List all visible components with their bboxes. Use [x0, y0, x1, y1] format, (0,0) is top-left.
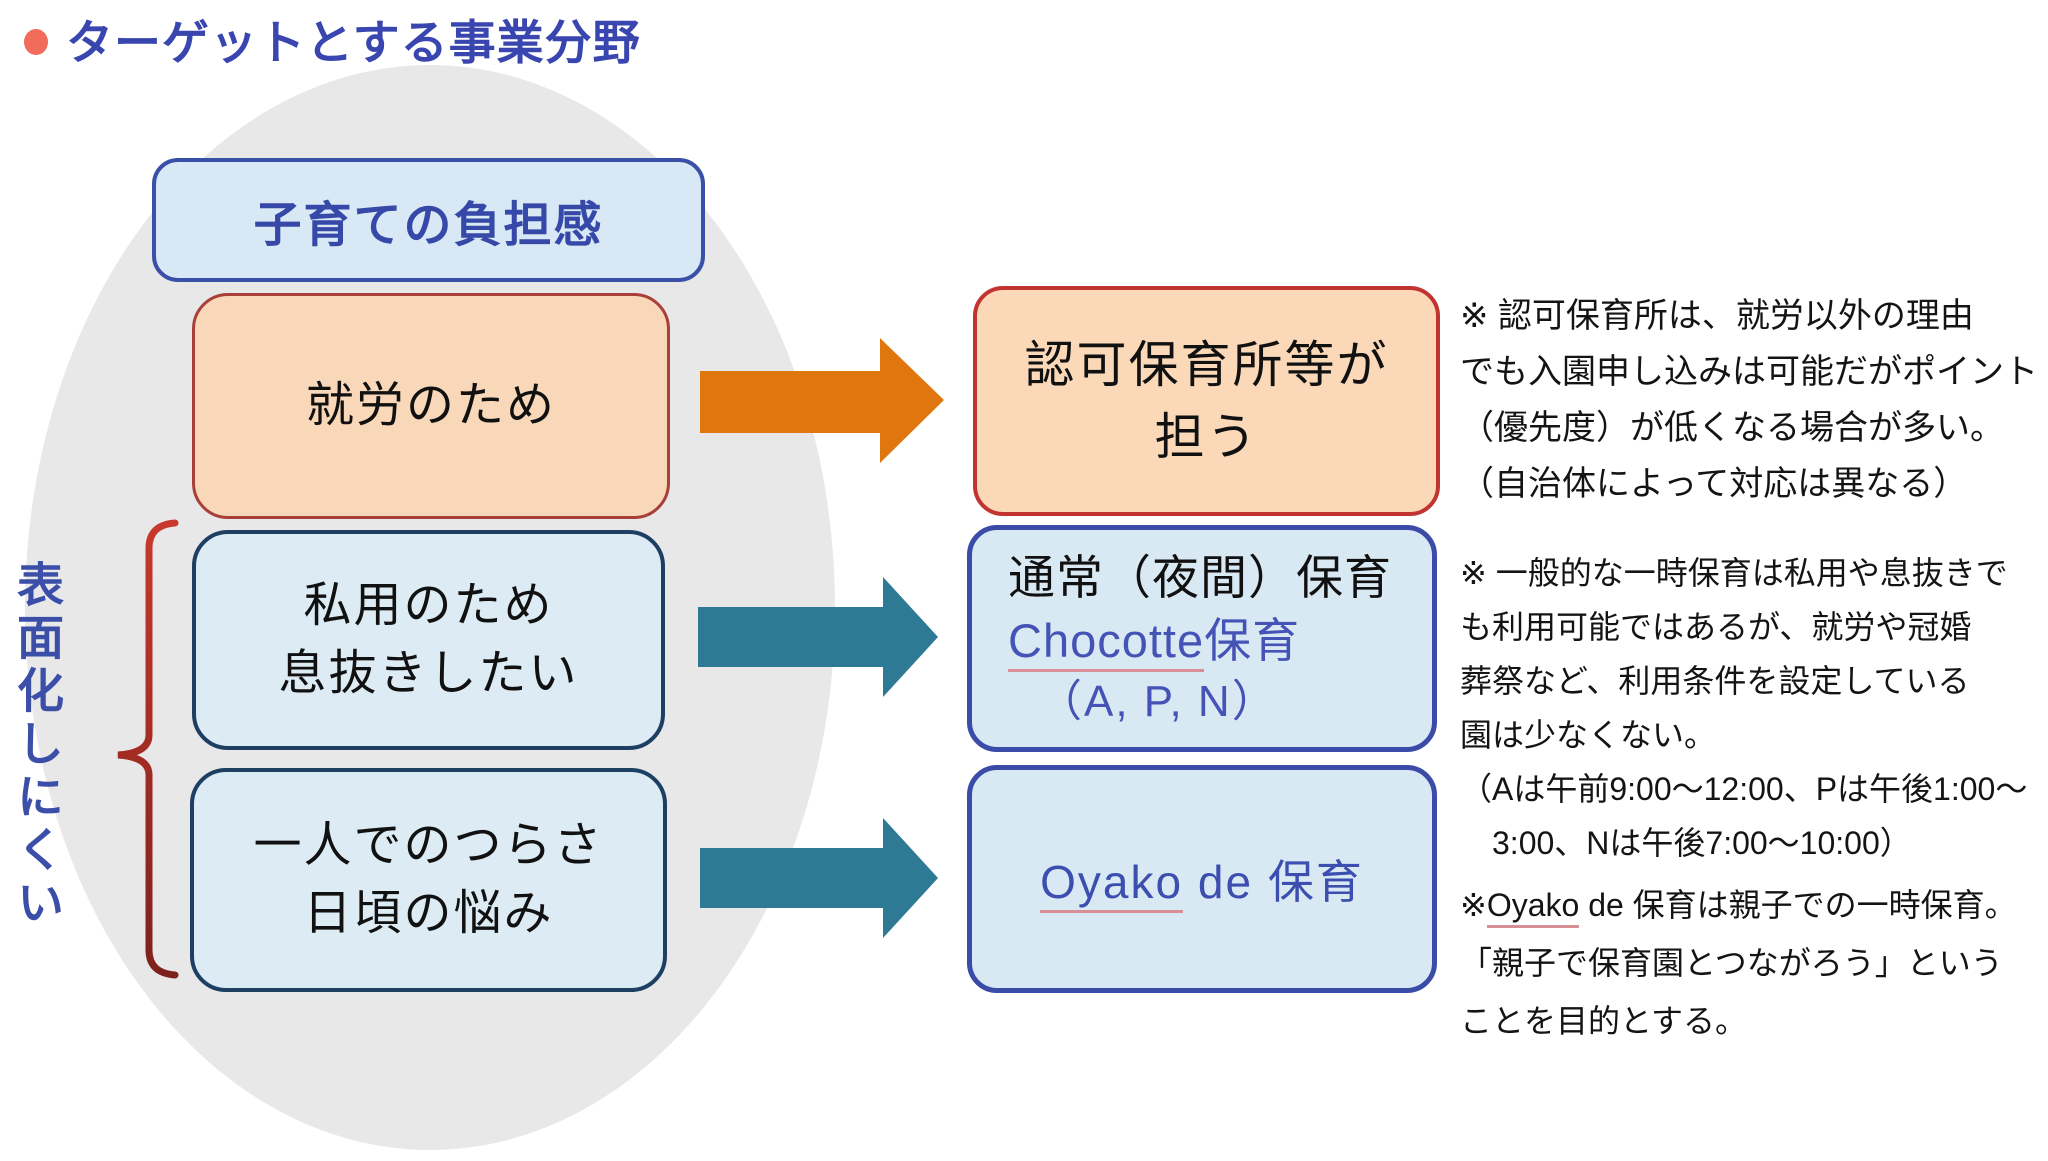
licensed-nursery-line2: 担う	[1154, 409, 1259, 465]
hidden-issues-vertical-label: 表面化しにくい	[10, 560, 63, 931]
licensed-nursery-line1: 認可保育所等が	[1024, 336, 1389, 393]
note-oyako-rest: de 保育は親子での一時保育。	[1579, 887, 2017, 923]
note-line: でも入園申し込みは可能だがポイント	[1460, 353, 2038, 391]
private-reason-box: 私用のため 息抜きしたい	[192, 530, 665, 750]
chocotte-box: 通常（夜間）保育 Chocotte保育 （A, P, N）	[967, 525, 1437, 752]
note-line: 葬祭など、利用条件を設定している	[1460, 663, 1970, 699]
alone-reason-line1: 一人でのつらさ	[253, 818, 604, 872]
oyako-label-rest: de 保育	[1183, 856, 1364, 908]
note-line: ※ 認可保育所は、就労以外の理由	[1460, 297, 1974, 335]
slide-title-row: ターゲットとする事業分野	[20, 4, 641, 73]
chocotte-line3: （A, P, N）	[1038, 676, 1278, 726]
chocotte-line2: Chocotte保育	[1008, 613, 1301, 672]
note-line: ことを目的とする。	[1460, 1003, 1748, 1039]
alone-reason-box: 一人でのつらさ 日頃の悩み	[190, 768, 667, 992]
slide-title: ターゲットとする事業分野	[66, 16, 641, 69]
note-line: 3:00、Nは午後7:00～10:00）	[1460, 825, 1912, 861]
burden-header-box: 子育ての負担感	[152, 158, 705, 282]
note-licensed: ※ 認可保育所は、就労以外の理由 でも入園申し込みは可能だがポイント （優先度）…	[1460, 288, 2038, 512]
oyako-underlined: Oyako	[1040, 856, 1184, 913]
work-reason-label: 就労のため	[305, 378, 556, 432]
burden-header-label: 子育ての負担感	[253, 199, 604, 252]
note-line: ※ 一般的な一時保育は私用や息抜きで	[1460, 555, 2008, 591]
alone-reason-line2: 日頃の悩み	[303, 887, 554, 940]
chocotte-underlined: Chocotte	[1008, 613, 1205, 672]
note-line: （優先度）が低くなる場合が多い。	[1460, 409, 2004, 447]
chocotte-line1: 通常（夜間）保育	[1008, 550, 1392, 604]
note-oyako-prefix: ※	[1460, 887, 1487, 923]
note-temporary-care: ※ 一般的な一時保育は私用や息抜きで も利用可能ではあるが、就労や冠婚 葬祭など…	[1460, 546, 2027, 870]
private-reason-line1: 私用のため	[303, 578, 554, 632]
note-oyako-underlined: Oyako	[1486, 887, 1580, 928]
oyako-box: Oyako de 保育	[967, 765, 1437, 993]
note-line: 園は少なくない。	[1460, 717, 1717, 753]
note-line: 「親子で保育園とつながろう」という	[1460, 945, 2003, 981]
chocotte-line2-rest: 保育	[1204, 613, 1301, 667]
note-line: （Aは午前9:00～12:00、Pは午後1:00～	[1460, 771, 2028, 807]
title-bullet-icon	[24, 28, 48, 55]
private-reason-line2: 息抜きしたい	[278, 647, 579, 700]
work-reason-box: 就労のため	[192, 293, 670, 519]
note-line: も利用可能ではあるが、就労や冠婚	[1460, 609, 1972, 645]
licensed-nursery-box: 認可保育所等が 担う	[973, 286, 1440, 516]
note-line: ※Oyako de 保育は親子での一時保育。	[1460, 876, 2017, 934]
oyako-label: Oyako de 保育	[1040, 846, 1364, 913]
note-oyako: ※Oyako de 保育は親子での一時保育。 「親子で保育園とつながろう」という…	[1460, 876, 2017, 1050]
note-line: （自治体によって対応は異なる）	[1460, 465, 1968, 503]
